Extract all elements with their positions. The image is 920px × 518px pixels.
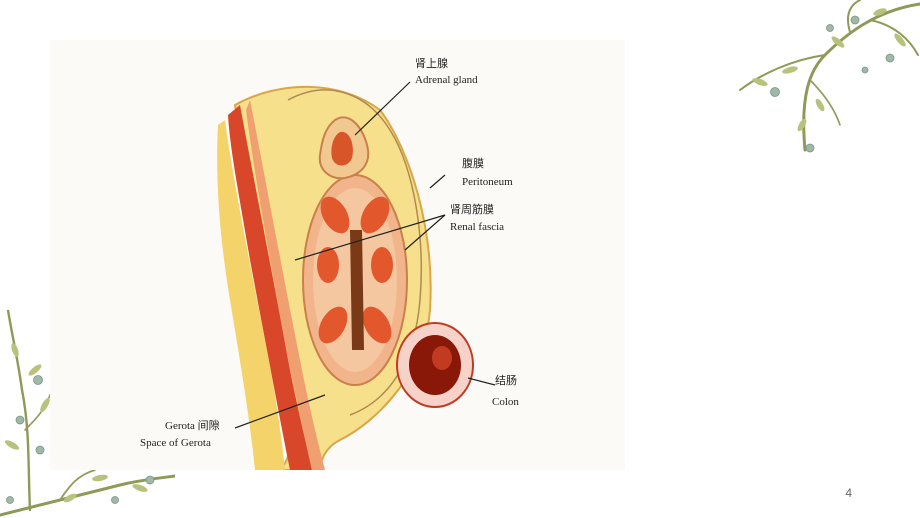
colon-label-en: Colon <box>492 396 519 408</box>
leader-lines <box>234 81 496 429</box>
gerota-label-cn: Gerota 间隙 <box>165 420 220 432</box>
adrenal-medulla <box>331 131 353 166</box>
gerota-label-en: Space of Gerota <box>140 437 211 449</box>
kidney-cross-section-drawing <box>217 81 496 470</box>
muscle-layer <box>228 105 312 470</box>
adrenal-label-en: Adrenal gland <box>415 74 478 86</box>
renal-fascia-label-cn: 肾周筋膜 <box>450 204 494 216</box>
anatomy-illustration: 肾上腺 Adrenal gland 腹膜 Peritoneum 肾周筋膜 Ren… <box>50 40 625 470</box>
decorative-branch-top-right <box>739 0 920 153</box>
outer-fat-band <box>217 120 285 470</box>
peritoneum-label-cn: 腹膜 <box>462 158 484 170</box>
colon-label-cn: 结肠 <box>495 375 517 387</box>
adrenal-label-cn: 肾上腺 <box>415 58 448 70</box>
muscle-layer-inner <box>246 100 325 470</box>
renal-pelvis <box>350 230 364 350</box>
renal-pyramids <box>317 196 393 344</box>
renal-fascia-label-en: Renal fascia <box>450 221 505 233</box>
peritoneum-label-en: Peritoneum <box>462 176 513 188</box>
page-number: 4 <box>845 486 852 500</box>
decorative-branch-bottom-left <box>0 310 175 517</box>
colon-inner <box>432 346 452 370</box>
